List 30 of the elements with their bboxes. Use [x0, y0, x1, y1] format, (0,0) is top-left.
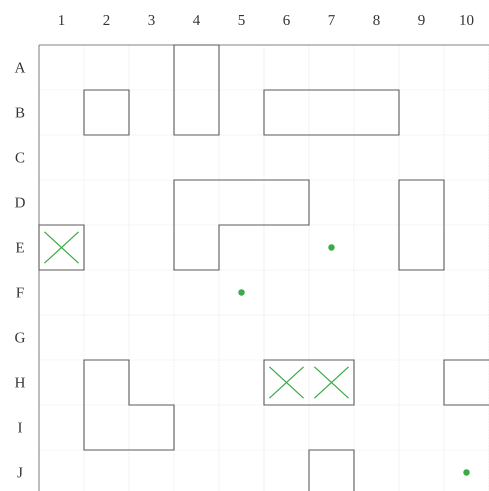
ship-outline: [443, 359, 489, 406]
ship-outline: [398, 179, 445, 271]
column-number: 3: [148, 14, 155, 26]
row-letter: C: [16, 152, 24, 163]
ship-outline: [263, 89, 400, 136]
row-letter: H: [15, 378, 25, 388]
column-number: 10: [460, 14, 474, 26]
row-letter: E: [16, 242, 24, 252]
row-letter: D: [15, 198, 25, 208]
row-letter: G: [15, 332, 25, 343]
ship-outline: [83, 89, 130, 136]
column-number: 1: [59, 15, 64, 25]
ship-outline: [308, 449, 355, 491]
column-number: 9: [418, 14, 425, 26]
ship-outline: [38, 224, 85, 271]
column-number: 4: [193, 15, 200, 25]
column-number: 5: [238, 15, 245, 25]
ship-outline: [263, 359, 355, 406]
column-number: 6: [283, 14, 290, 26]
row-letter: A: [14, 62, 26, 72]
row-letter: B: [15, 108, 24, 118]
column-number: 2: [103, 15, 110, 25]
ship-outline: [83, 359, 175, 451]
row-letter: F: [16, 288, 24, 298]
row-letter: J: [17, 468, 23, 478]
column-number: 8: [373, 14, 380, 26]
ship-outline: [173, 179, 310, 271]
column-number: 7: [328, 15, 335, 25]
ship-outline: [173, 44, 220, 136]
row-letter: I: [18, 422, 22, 432]
